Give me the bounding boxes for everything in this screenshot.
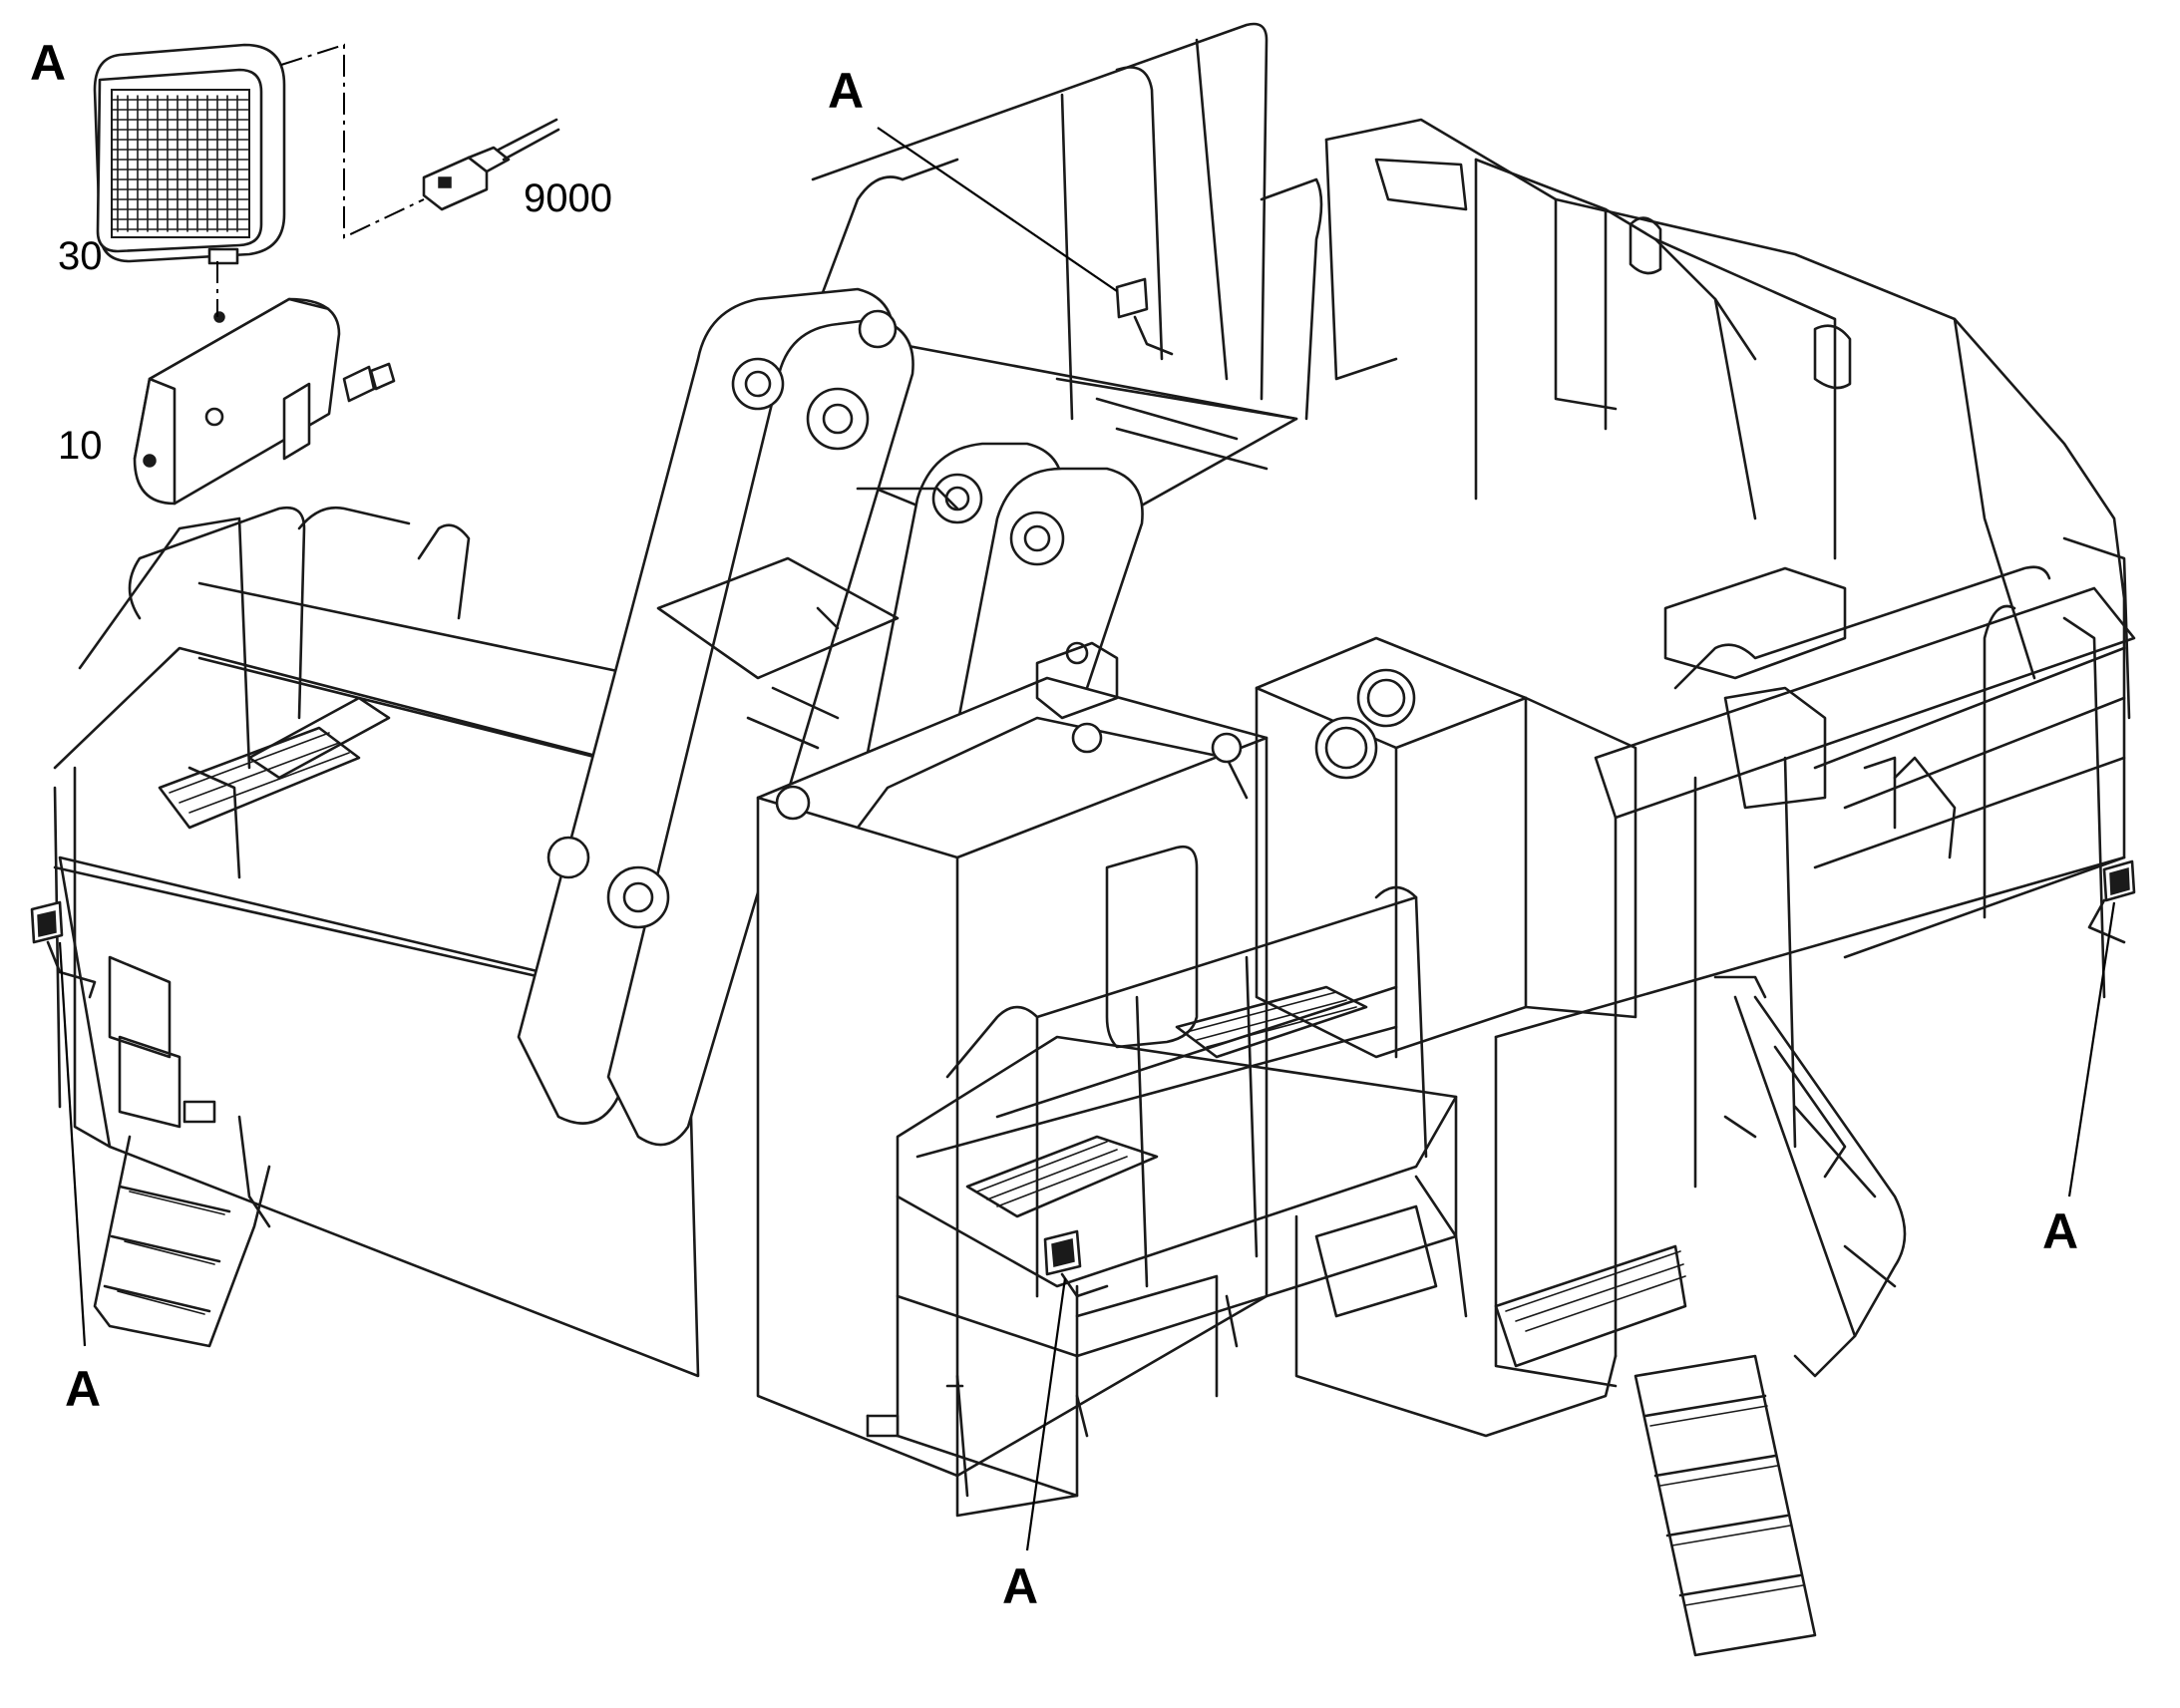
- callout-a-centre: A: [1002, 1558, 1038, 1614]
- callout-a-right: A: [2042, 1203, 2078, 1259]
- callout-a-top: A: [828, 63, 864, 119]
- machine-lamp-left: [30, 900, 97, 999]
- machine-lamp-centre: [1043, 1229, 1109, 1298]
- label-lamp: 30: [58, 234, 103, 278]
- work-lamp-part: [93, 43, 286, 265]
- label-connector: 9000: [524, 176, 612, 220]
- detail-a-inset: A 30 10: [30, 35, 612, 506]
- machine-lamp-top: [1115, 277, 1174, 356]
- machine-lamp-right: [2087, 859, 2136, 944]
- callout-a-left: A: [65, 1361, 101, 1417]
- callouts: A A A A: [58, 63, 2116, 1614]
- connector-part: [422, 118, 560, 211]
- label-bracket: 10: [58, 424, 103, 468]
- machine-assembly: [30, 22, 2136, 1657]
- mounting-bracket-part: [133, 297, 396, 506]
- detail-a-title: A: [30, 35, 66, 91]
- lamp-lens-grid: [111, 95, 250, 232]
